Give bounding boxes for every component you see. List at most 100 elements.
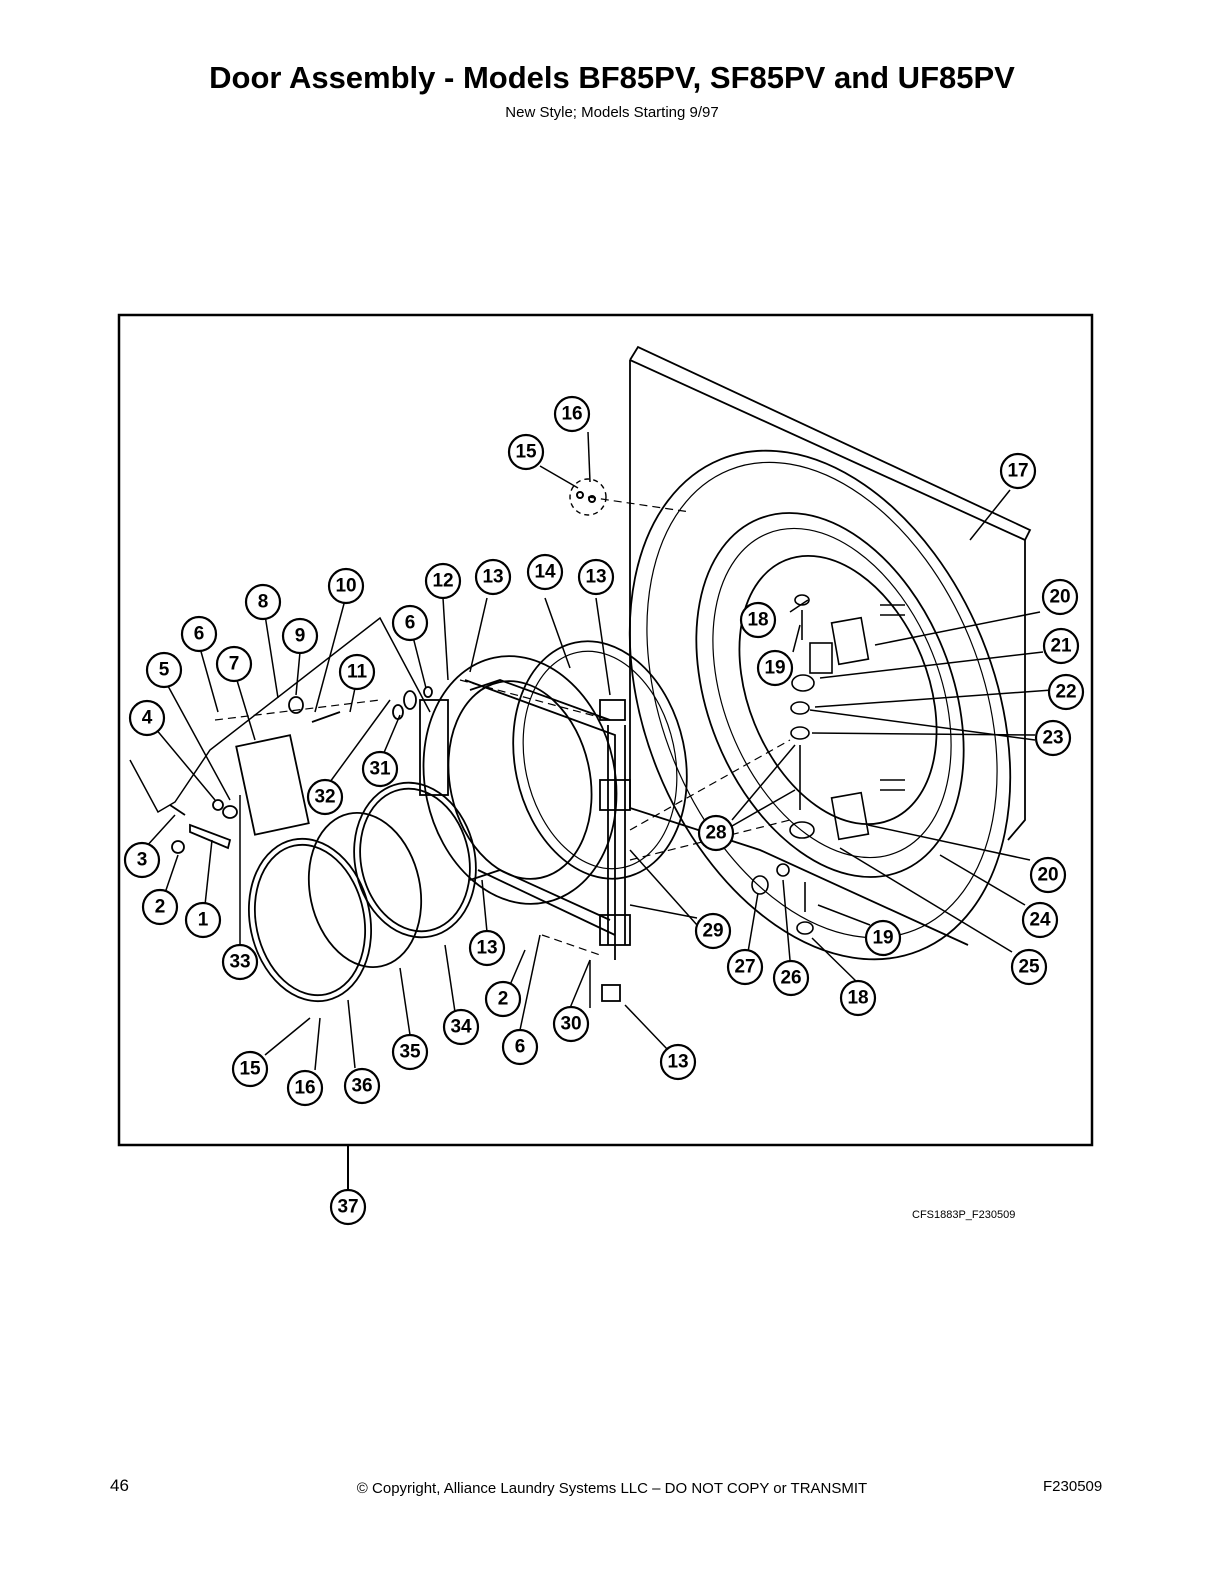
svg-text:16: 16 [561, 404, 582, 425]
callout-11: 11 [338, 653, 376, 691]
svg-text:15: 15 [515, 442, 537, 463]
svg-text:14: 14 [534, 562, 556, 583]
svg-text:18: 18 [747, 610, 768, 631]
callout-29: 29 [694, 912, 732, 950]
svg-text:4: 4 [142, 708, 153, 729]
callout-14: 14 [526, 553, 564, 591]
page-subtitle: New Style; Models Starting 9/97 [505, 104, 719, 121]
svg-text:11: 11 [347, 662, 368, 683]
callout-10: 10 [327, 567, 365, 605]
svg-text:36: 36 [351, 1076, 372, 1097]
illustration-code: CFS1883P_F230509 [912, 1209, 1016, 1221]
svg-text:30: 30 [560, 1014, 581, 1035]
callout-15: 15 [231, 1050, 269, 1088]
svg-text:18: 18 [847, 988, 868, 1009]
svg-text:5: 5 [159, 660, 170, 681]
callout-4: 4 [128, 699, 166, 737]
svg-text:35: 35 [399, 1042, 421, 1063]
svg-text:9: 9 [295, 626, 306, 647]
callout-16: 16 [553, 395, 591, 433]
callout-31: 31 [361, 750, 399, 788]
callout-37: 37 [329, 1188, 367, 1226]
callout-22: 22 [1047, 673, 1085, 711]
glass-rings [247, 781, 477, 1003]
callout-19: 19 [756, 649, 794, 687]
svg-text:6: 6 [194, 624, 205, 645]
callout-32: 32 [306, 778, 344, 816]
svg-text:19: 19 [764, 658, 785, 679]
callout-13: 13 [474, 558, 512, 596]
svg-text:6: 6 [405, 613, 416, 634]
callout-1: 1 [184, 901, 222, 939]
page-title: Door Assembly - Models BF85PV, SF85PV an… [209, 60, 1015, 95]
svg-text:2: 2 [155, 897, 166, 918]
callout-16: 16 [286, 1069, 324, 1107]
callout-19: 19 [864, 919, 902, 957]
callout-23: 23 [1034, 719, 1072, 757]
callout-27: 27 [726, 948, 764, 986]
svg-text:8: 8 [258, 592, 269, 613]
callout-26: 26 [772, 959, 810, 997]
callout-36: 36 [343, 1067, 381, 1105]
callout-20: 20 [1041, 578, 1079, 616]
svg-text:13: 13 [476, 938, 497, 959]
callout-20: 20 [1029, 856, 1067, 894]
latch-assembly [169, 686, 433, 854]
svg-text:22: 22 [1055, 682, 1076, 703]
svg-text:1: 1 [198, 910, 209, 931]
callout-2: 2 [141, 888, 179, 926]
svg-text:2: 2 [498, 989, 509, 1010]
svg-text:7: 7 [229, 654, 240, 675]
callout-30: 30 [552, 1005, 590, 1043]
callout-7: 7 [215, 645, 253, 683]
svg-text:31: 31 [369, 759, 391, 780]
callout-17: 17 [999, 452, 1037, 490]
svg-text:19: 19 [872, 928, 893, 949]
svg-text:21: 21 [1050, 636, 1072, 657]
svg-text:13: 13 [482, 567, 503, 588]
callout-21: 21 [1042, 627, 1080, 665]
callout-5: 5 [145, 651, 183, 689]
part-callouts: 1 2 2 3 4 5 6 6 6 7 8 9 10 11 12 13 13 1… [123, 395, 1085, 1226]
callout-13: 13 [468, 929, 506, 967]
svg-text:10: 10 [335, 576, 356, 597]
svg-text:3: 3 [137, 850, 148, 871]
callout-13: 13 [577, 558, 615, 596]
callout-8: 8 [244, 583, 282, 621]
svg-text:20: 20 [1049, 587, 1070, 608]
latch-bracket [129, 616, 431, 814]
svg-text:27: 27 [734, 957, 755, 978]
svg-text:32: 32 [314, 787, 335, 808]
svg-text:24: 24 [1029, 910, 1051, 931]
svg-text:16: 16 [294, 1078, 315, 1099]
callout-15: 15 [507, 433, 545, 471]
callout-6: 6 [180, 615, 218, 653]
callout-12: 12 [424, 562, 462, 600]
document-id: F230509 [1043, 1478, 1103, 1495]
callout-13: 13 [659, 1043, 697, 1081]
door-frame [419, 655, 631, 960]
callout-6: 6 [391, 604, 429, 642]
callout-34: 34 [442, 1008, 480, 1046]
callout-28: 28 [697, 814, 735, 852]
copyright-notice: © Copyright, Alliance Laundry Systems LL… [356, 1480, 868, 1497]
hinge-bar [469, 679, 626, 1002]
svg-text:34: 34 [450, 1017, 472, 1038]
callout-9: 9 [281, 617, 319, 655]
svg-text:29: 29 [702, 921, 723, 942]
callout-6: 6 [501, 1028, 539, 1066]
svg-text:20: 20 [1037, 865, 1058, 886]
svg-text:13: 13 [585, 567, 606, 588]
svg-text:25: 25 [1018, 957, 1040, 978]
hinge-parts [751, 594, 905, 935]
callout-18: 18 [739, 601, 777, 639]
svg-text:37: 37 [337, 1197, 358, 1218]
svg-text:28: 28 [705, 823, 726, 844]
svg-text:13: 13 [667, 1052, 688, 1073]
callout-25: 25 [1010, 948, 1048, 986]
callout-35: 35 [391, 1033, 429, 1071]
svg-text:23: 23 [1042, 728, 1063, 749]
callout-2: 2 [484, 980, 522, 1018]
page-number: 46 [110, 1476, 129, 1495]
svg-text:33: 33 [229, 952, 250, 973]
